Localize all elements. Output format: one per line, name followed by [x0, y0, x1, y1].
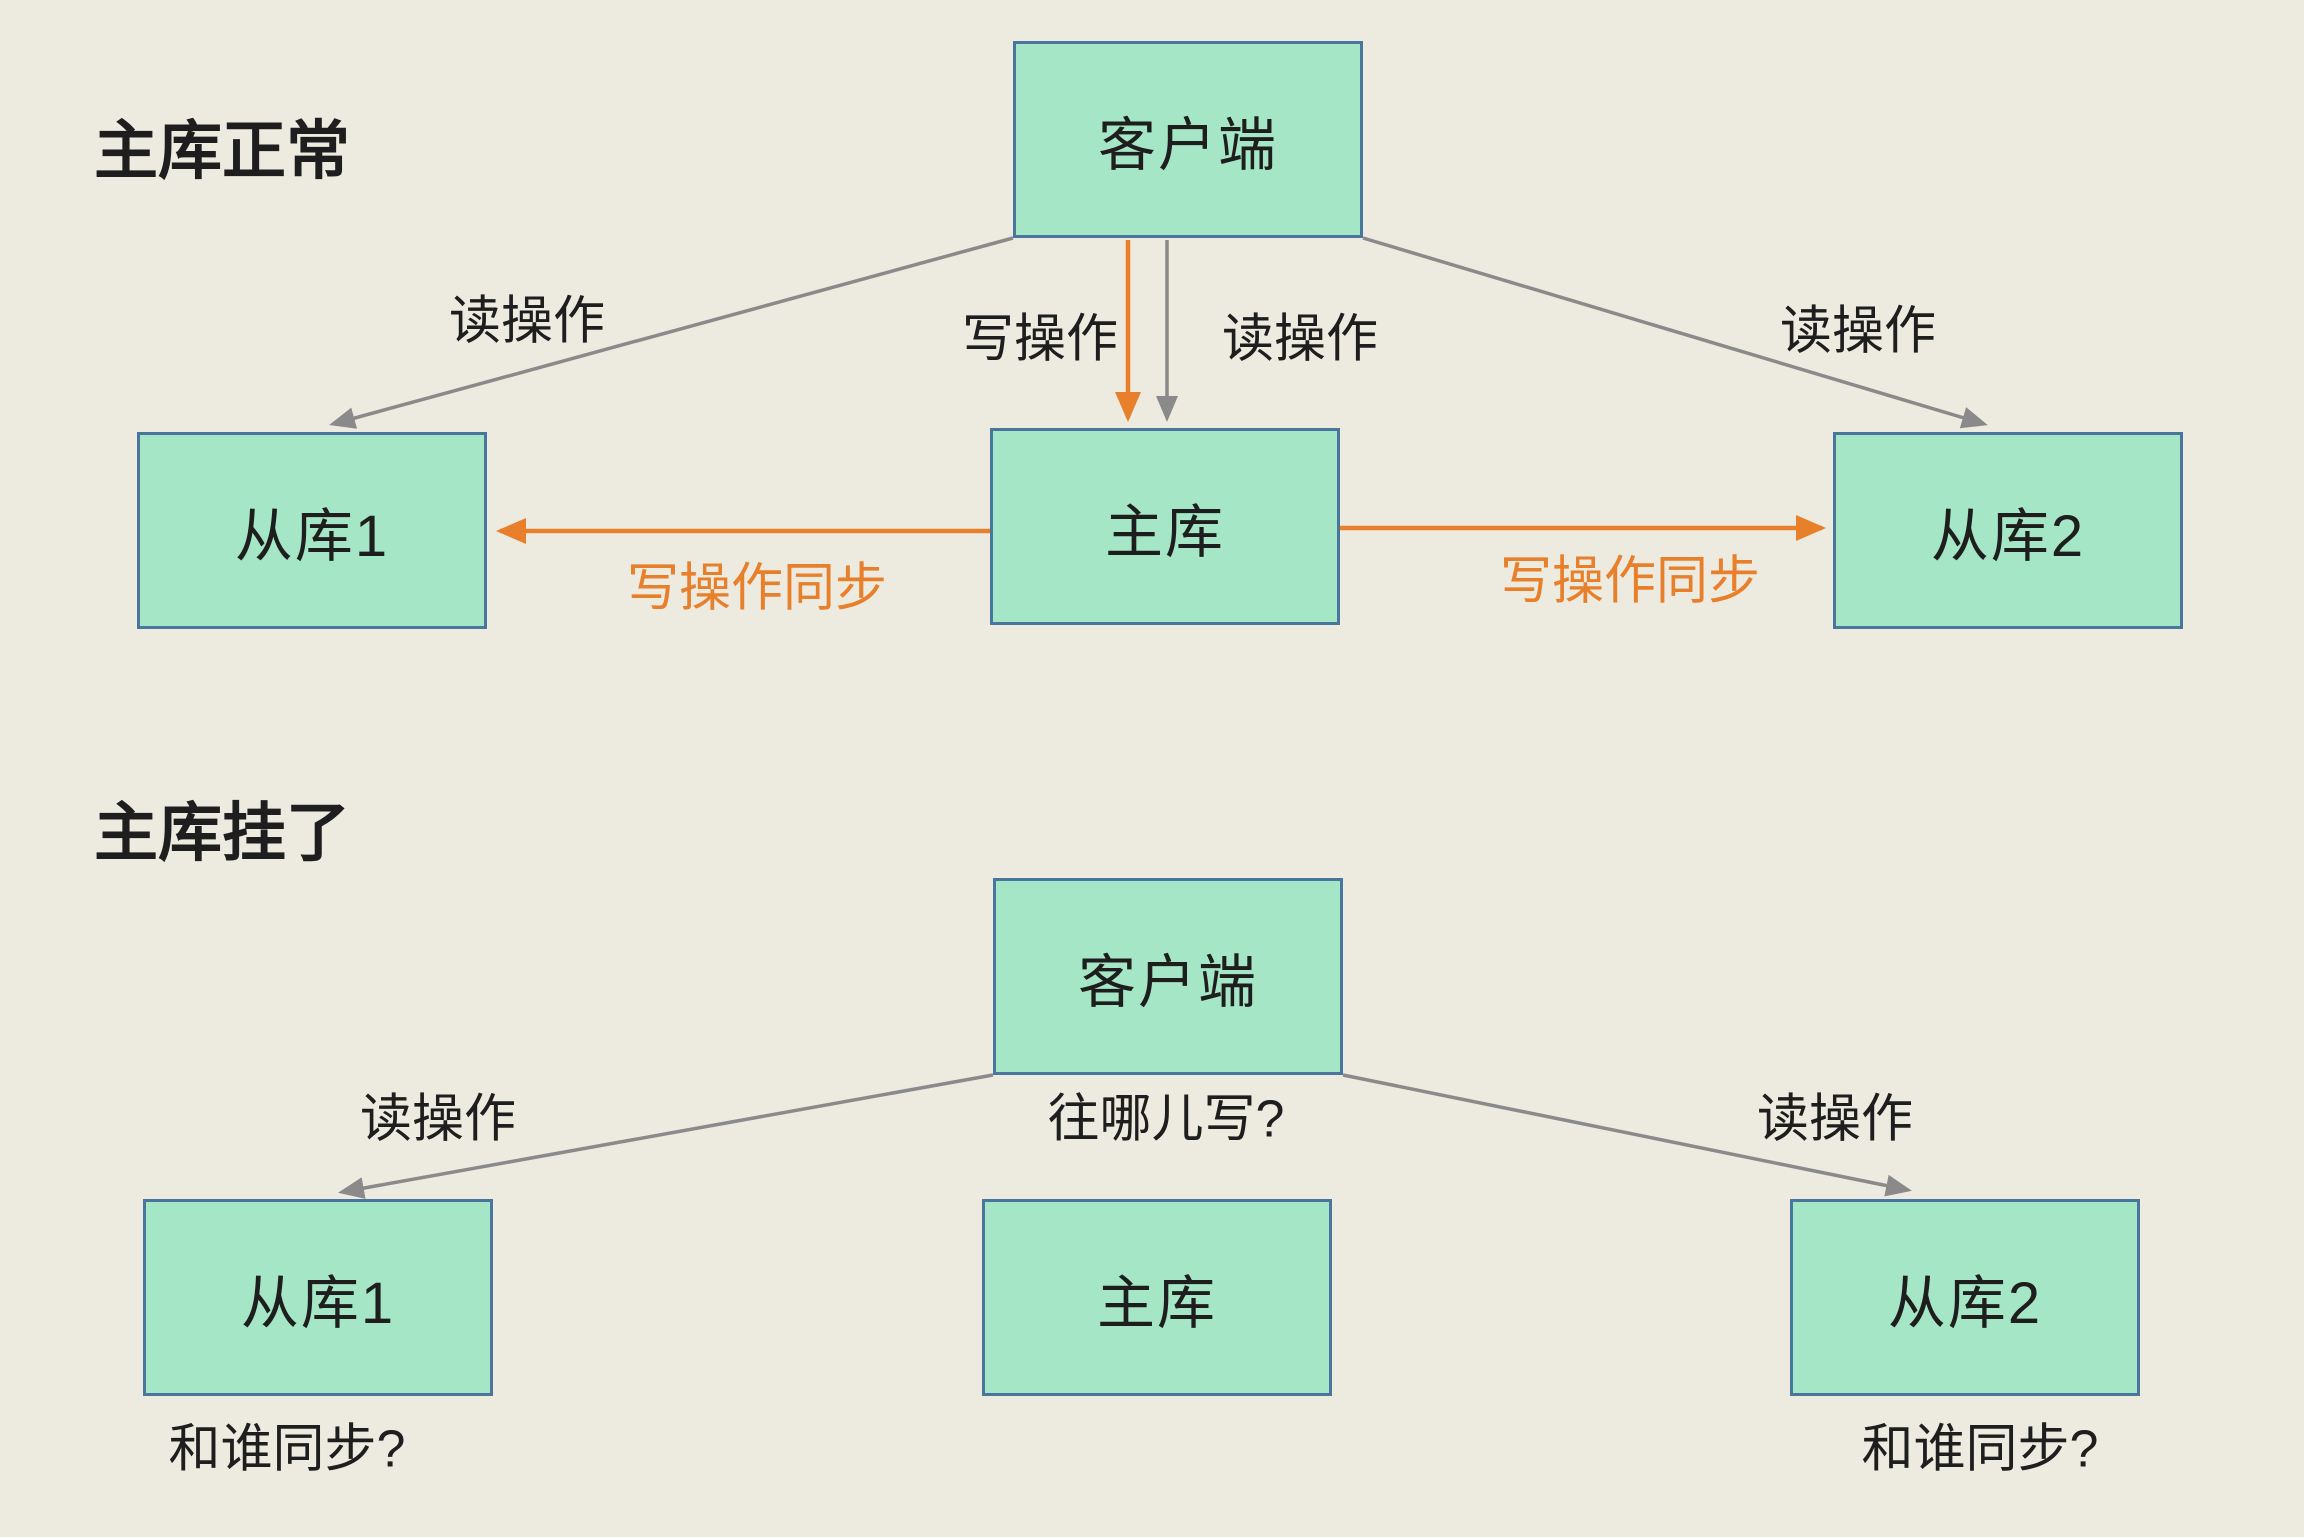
label-sync-left-normal: 写操作同步 [626, 559, 888, 618]
edge-read-client-to-slave2-down [1342, 1073, 1912, 1197]
label-read-left-normal: 读操作 [448, 292, 606, 351]
section-title-master-down: 主库挂了 [94, 797, 350, 869]
node-slave1-normal: 从库1 [137, 432, 487, 629]
edge-read-client-to-slave1-down [338, 1073, 994, 1199]
edge-read-client-to-slave1-normal [329, 236, 1014, 429]
node-slave2-down: 从库2 [1790, 1199, 2140, 1396]
label-sync-question-left-down: 和谁同步? [168, 1420, 406, 1479]
node-slave2-normal: 从库2 [1833, 432, 2183, 629]
label-read-left-down: 读操作 [359, 1090, 517, 1149]
label-read-right-down: 读操作 [1756, 1090, 1914, 1149]
node-slave1-down: 从库1 [143, 1199, 493, 1396]
node-client-normal: 客户端 [1013, 41, 1363, 238]
label-sync-question-right-down: 和谁同步? [1861, 1420, 2099, 1479]
edge-read-client-to-slave2-normal [1362, 236, 1988, 429]
section-title-master-normal: 主库正常 [94, 115, 350, 187]
node-client-down: 客户端 [993, 878, 1343, 1075]
label-write-question-down: 往哪儿写? [1047, 1090, 1285, 1149]
node-master-down: 主库 [982, 1199, 1332, 1396]
label-read-mid-normal: 读操作 [1221, 310, 1379, 369]
node-master-normal: 主库 [990, 428, 1340, 625]
label-sync-right-normal: 写操作同步 [1499, 552, 1761, 611]
label-read-right-normal: 读操作 [1779, 302, 1937, 361]
label-write-normal: 写操作 [961, 310, 1119, 369]
